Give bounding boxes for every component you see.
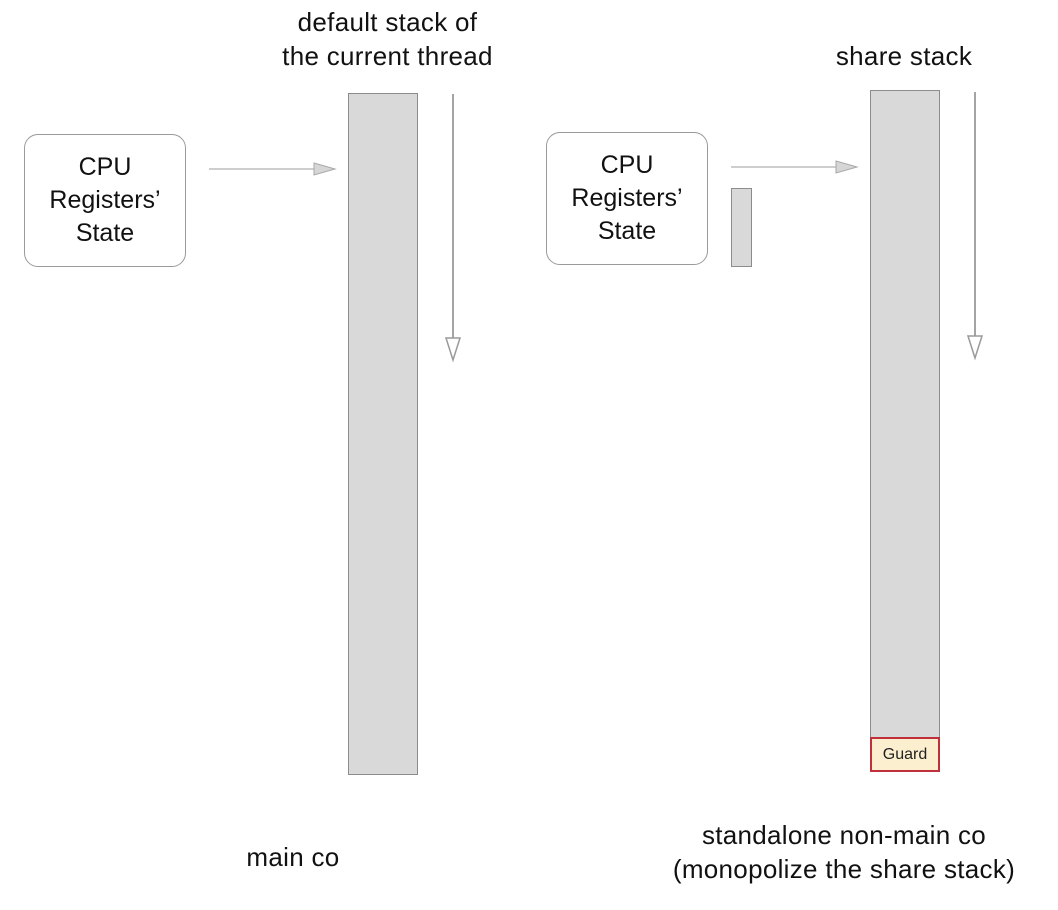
right-registers-to-stack-arrow — [731, 160, 859, 174]
right-caption-line1: standalone non-main co — [701, 820, 987, 850]
left-cpu-registers-box: CPU Registers’ State — [24, 134, 186, 267]
left-stack-title-line2: the current thread — [282, 41, 493, 71]
guard-page: Guard — [870, 737, 940, 772]
left-stack-title: default stack of the current thread — [250, 5, 525, 73]
left-stack-growth-arrow — [444, 94, 462, 363]
right-cpu-registers-box: CPU Registers’ State — [546, 132, 708, 265]
left-registers-line3: State — [75, 219, 135, 247]
right-registers-line2: Registers’ — [571, 184, 683, 212]
right-registers-line1: CPU — [600, 151, 654, 179]
left-registers-line2: Registers’ — [49, 186, 161, 214]
right-registers-line3: State — [597, 217, 657, 245]
left-registers-to-stack-arrow — [209, 162, 337, 176]
right-stack-growth-arrow — [966, 92, 984, 361]
private-save-buffer — [731, 188, 752, 267]
share-stack — [870, 90, 940, 738]
left-stack-title-line1: default stack of — [297, 7, 478, 37]
right-caption: standalone non-main co (monopolize the s… — [630, 818, 1058, 886]
right-caption-line2: (monopolize the share stack) — [672, 854, 1016, 884]
left-default-stack — [348, 93, 418, 775]
right-stack-title: share stack — [835, 41, 973, 71]
left-caption: main co — [246, 842, 340, 872]
left-registers-line1: CPU — [78, 153, 132, 181]
